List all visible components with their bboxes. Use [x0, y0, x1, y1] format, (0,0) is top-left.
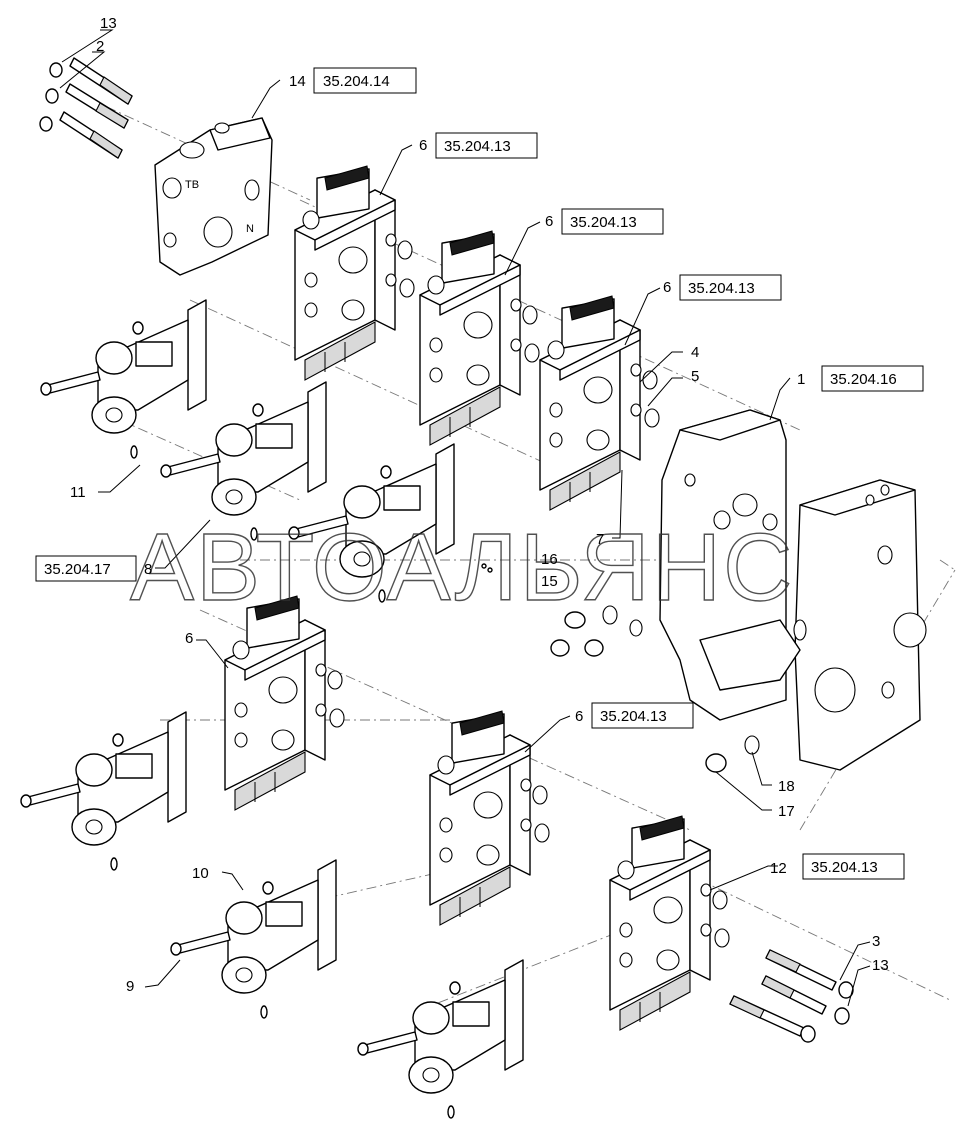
ref-label: 35.204.13 — [570, 214, 637, 231]
watermark: АВТОАЛЬЯНС — [130, 514, 794, 621]
ref-box-6-e[interactable]: 35.204.13 — [591, 702, 694, 729]
port-label-n: N — [246, 223, 254, 235]
ref-label: 35.204.17 — [44, 561, 111, 578]
tie-rod-bolts-top — [39, 57, 133, 159]
callout-6-d: 6 — [185, 630, 193, 647]
bolt-icon — [729, 949, 837, 1037]
washer-icon — [800, 981, 854, 1043]
callout-6-e: 6 — [575, 708, 583, 725]
ref-label: 35.204.16 — [830, 371, 897, 388]
ref-box-6-c[interactable]: 35.204.13 — [679, 274, 782, 301]
callout-2: 2 — [96, 38, 104, 55]
plugs-and-seals — [481, 563, 760, 773]
ref-box-14[interactable]: 35.204.14 — [313, 67, 417, 94]
callout-12: 12 — [770, 860, 787, 877]
end-cover-section: TB N — [154, 117, 273, 276]
callout-8: 8 — [144, 561, 152, 578]
ref-box-12[interactable]: 35.204.13 — [802, 853, 905, 880]
ref-box-8[interactable]: 35.204.17 — [35, 555, 137, 582]
ref-label: 35.204.13 — [811, 859, 878, 876]
callout-15: 15 — [541, 573, 558, 590]
ref-label: 35.204.13 — [444, 138, 511, 155]
ref-box-6-a[interactable]: 35.204.13 — [435, 132, 538, 159]
callout-7: 7 — [596, 531, 604, 548]
callout-13-bottom: 13 — [872, 957, 889, 974]
ref-box-1[interactable]: 35.204.16 — [821, 365, 924, 392]
bolt-icon — [59, 57, 133, 159]
leader-lines — [59, 29, 871, 1007]
callout-3: 3 — [872, 933, 880, 950]
callout-numbers: 13 2 14 6 6 6 4 5 1 11 7 16 15 8 6 6 18 … — [70, 15, 889, 995]
ref-box-6-b[interactable]: 35.204.13 — [561, 208, 664, 235]
callout-10: 10 — [192, 865, 209, 882]
port-label-tb: TB — [185, 179, 199, 191]
callout-13-top: 13 — [100, 15, 117, 32]
callout-9: 9 — [126, 978, 134, 995]
tie-rod-bolts-bottom — [729, 949, 854, 1043]
callout-6-b: 6 — [545, 213, 553, 230]
callout-18: 18 — [778, 778, 795, 795]
callout-4: 4 — [691, 344, 699, 361]
callout-6-c: 6 — [663, 279, 671, 296]
callout-16: 16 — [541, 551, 558, 568]
callout-14: 14 — [289, 73, 306, 90]
ref-label: 35.204.13 — [688, 280, 755, 297]
washer-icon — [39, 62, 63, 132]
callout-6-a: 6 — [419, 137, 427, 154]
inlet-housing — [659, 409, 927, 771]
callout-1: 1 — [797, 371, 805, 388]
callout-5: 5 — [691, 368, 699, 385]
callout-11: 11 — [70, 484, 86, 501]
callout-17: 17 — [778, 803, 795, 820]
ref-label: 35.204.14 — [323, 73, 390, 90]
ref-label: 35.204.13 — [600, 708, 667, 725]
